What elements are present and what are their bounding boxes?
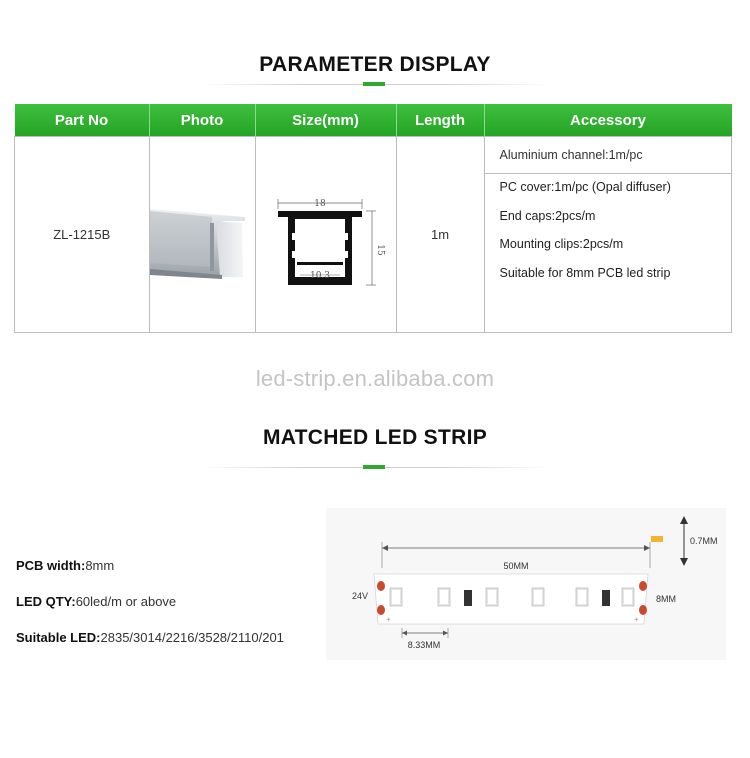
header-length: Length [396, 104, 485, 137]
strip-length-label: 50MM [503, 561, 528, 571]
accessory-list: PC cover:1m/pc (Opal diffuser) End caps:… [485, 180, 732, 294]
strip-pitch-label: 8.33MM [408, 640, 441, 650]
cell-photo [148, 136, 256, 333]
spec-led-qty: LED QTY:60led/m or above [16, 594, 177, 609]
led-strip-diagram: 50MM 24V 8MM + + 8.33MM 0.7MM [326, 508, 726, 660]
dim-height-label: 15 [375, 244, 385, 256]
header-size: Size(mm) [255, 104, 397, 137]
profile-dimension-drawing: 18 10.3 15 [277, 199, 385, 286]
title-accent-mark [363, 82, 385, 86]
led-chip [531, 587, 545, 607]
strip-voltage-label: 24V [352, 591, 368, 601]
accessory-first-row: Aluminium channel:1m/pc [484, 137, 731, 174]
svg-text:+: + [386, 615, 391, 624]
accessory-item: Suitable for 8mm PCB led strip [499, 266, 671, 280]
accessory-item: Aluminium channel:1m/pc [499, 148, 643, 162]
accessory-item: End caps:2pcs/m [499, 209, 596, 223]
cell-length: 1m [395, 136, 485, 333]
strip-thickness-label: 0.7MM [690, 536, 718, 546]
parameter-display-title: PARAMETER DISPLAY [259, 53, 491, 76]
svg-text:+: + [634, 615, 639, 624]
led-chip [575, 587, 589, 607]
aluminium-profile-photo [149, 209, 245, 279]
header-part-no: Part No [14, 104, 150, 137]
spec-suitable-led: Suitable LED:2835/3014/2216/3528/2110/20… [16, 630, 284, 645]
dim-inner-label: 10.3 [309, 271, 329, 281]
accessory-item: PC cover:1m/pc (Opal diffuser) [499, 180, 671, 194]
parameter-table: Part No Photo Size(mm) Length Accessory … [14, 104, 732, 333]
header-accessory: Accessory [484, 104, 732, 137]
table-header-row: Part No Photo Size(mm) Length Accessory [14, 104, 732, 137]
header-photo: Photo [149, 104, 256, 137]
spec-pcb-width: PCB width:8mm [16, 558, 115, 573]
led-chip [485, 587, 499, 607]
cell-size-drawing: 18 10.3 15 [254, 136, 397, 333]
table-row: ZL-1215B [14, 136, 732, 333]
cell-part-no: ZL-1215B [14, 136, 150, 333]
matched-led-strip-title: MATCHED LED STRIP [262, 426, 488, 449]
cell-accessory: Aluminium channel:1m/pc PC cover:1m/pc (… [483, 136, 732, 333]
led-chip [437, 587, 451, 607]
title-accent-mark [363, 465, 385, 469]
watermark: led-strip.en.alibaba.com [255, 366, 495, 391]
accessory-item: Mounting clips:2pcs/m [499, 237, 624, 251]
dim-width-label: 18 [314, 199, 326, 209]
led-chip [389, 587, 403, 607]
led-chip [621, 587, 635, 607]
strip-width-label: 8MM [656, 594, 676, 604]
